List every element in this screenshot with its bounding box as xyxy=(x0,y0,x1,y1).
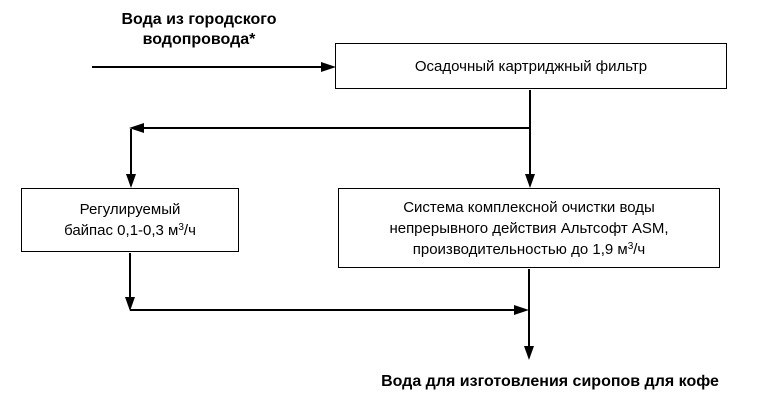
source-label-line2: водопровода* xyxy=(142,31,256,48)
bypass-box-line2: байпас 0,1-0,3 м3/ч xyxy=(64,222,196,239)
arrow-filter-to-system xyxy=(525,90,535,188)
output-label: Вода для изготовления сиропов для кофе xyxy=(381,373,719,390)
source-label-line1: Вода из городского xyxy=(121,11,277,28)
arrow-system-to-output xyxy=(524,269,534,360)
arrow-source-to-filter xyxy=(92,62,336,72)
bypass-superscript: 3 xyxy=(178,222,184,233)
source-label: Вода из городского водопровода* xyxy=(88,10,310,50)
arrow-bypass-down xyxy=(125,253,135,311)
bypass-box: Регулируемый байпас 0,1-0,3 м3/ч xyxy=(21,188,239,252)
bypass-box-line1: Регулируемый xyxy=(79,201,181,218)
arrow-filter-to-bypass xyxy=(126,123,530,188)
filter-box-label: Осадочный картриджный фильтр xyxy=(414,57,648,75)
system-box-line3: производительностью до 1,9 м3/ч xyxy=(412,240,646,258)
system-superscript: 3 xyxy=(627,240,634,252)
system-box-line2: непрерывного действия Альтсофт ASM, xyxy=(389,219,669,237)
system-box: Система комплексной очистки воды непреры… xyxy=(338,188,720,268)
arrow-bypass-to-merge xyxy=(130,305,529,315)
filter-box: Осадочный картриджный фильтр xyxy=(335,43,727,89)
system-box-line1: Система комплексной очистки воды xyxy=(403,198,655,216)
